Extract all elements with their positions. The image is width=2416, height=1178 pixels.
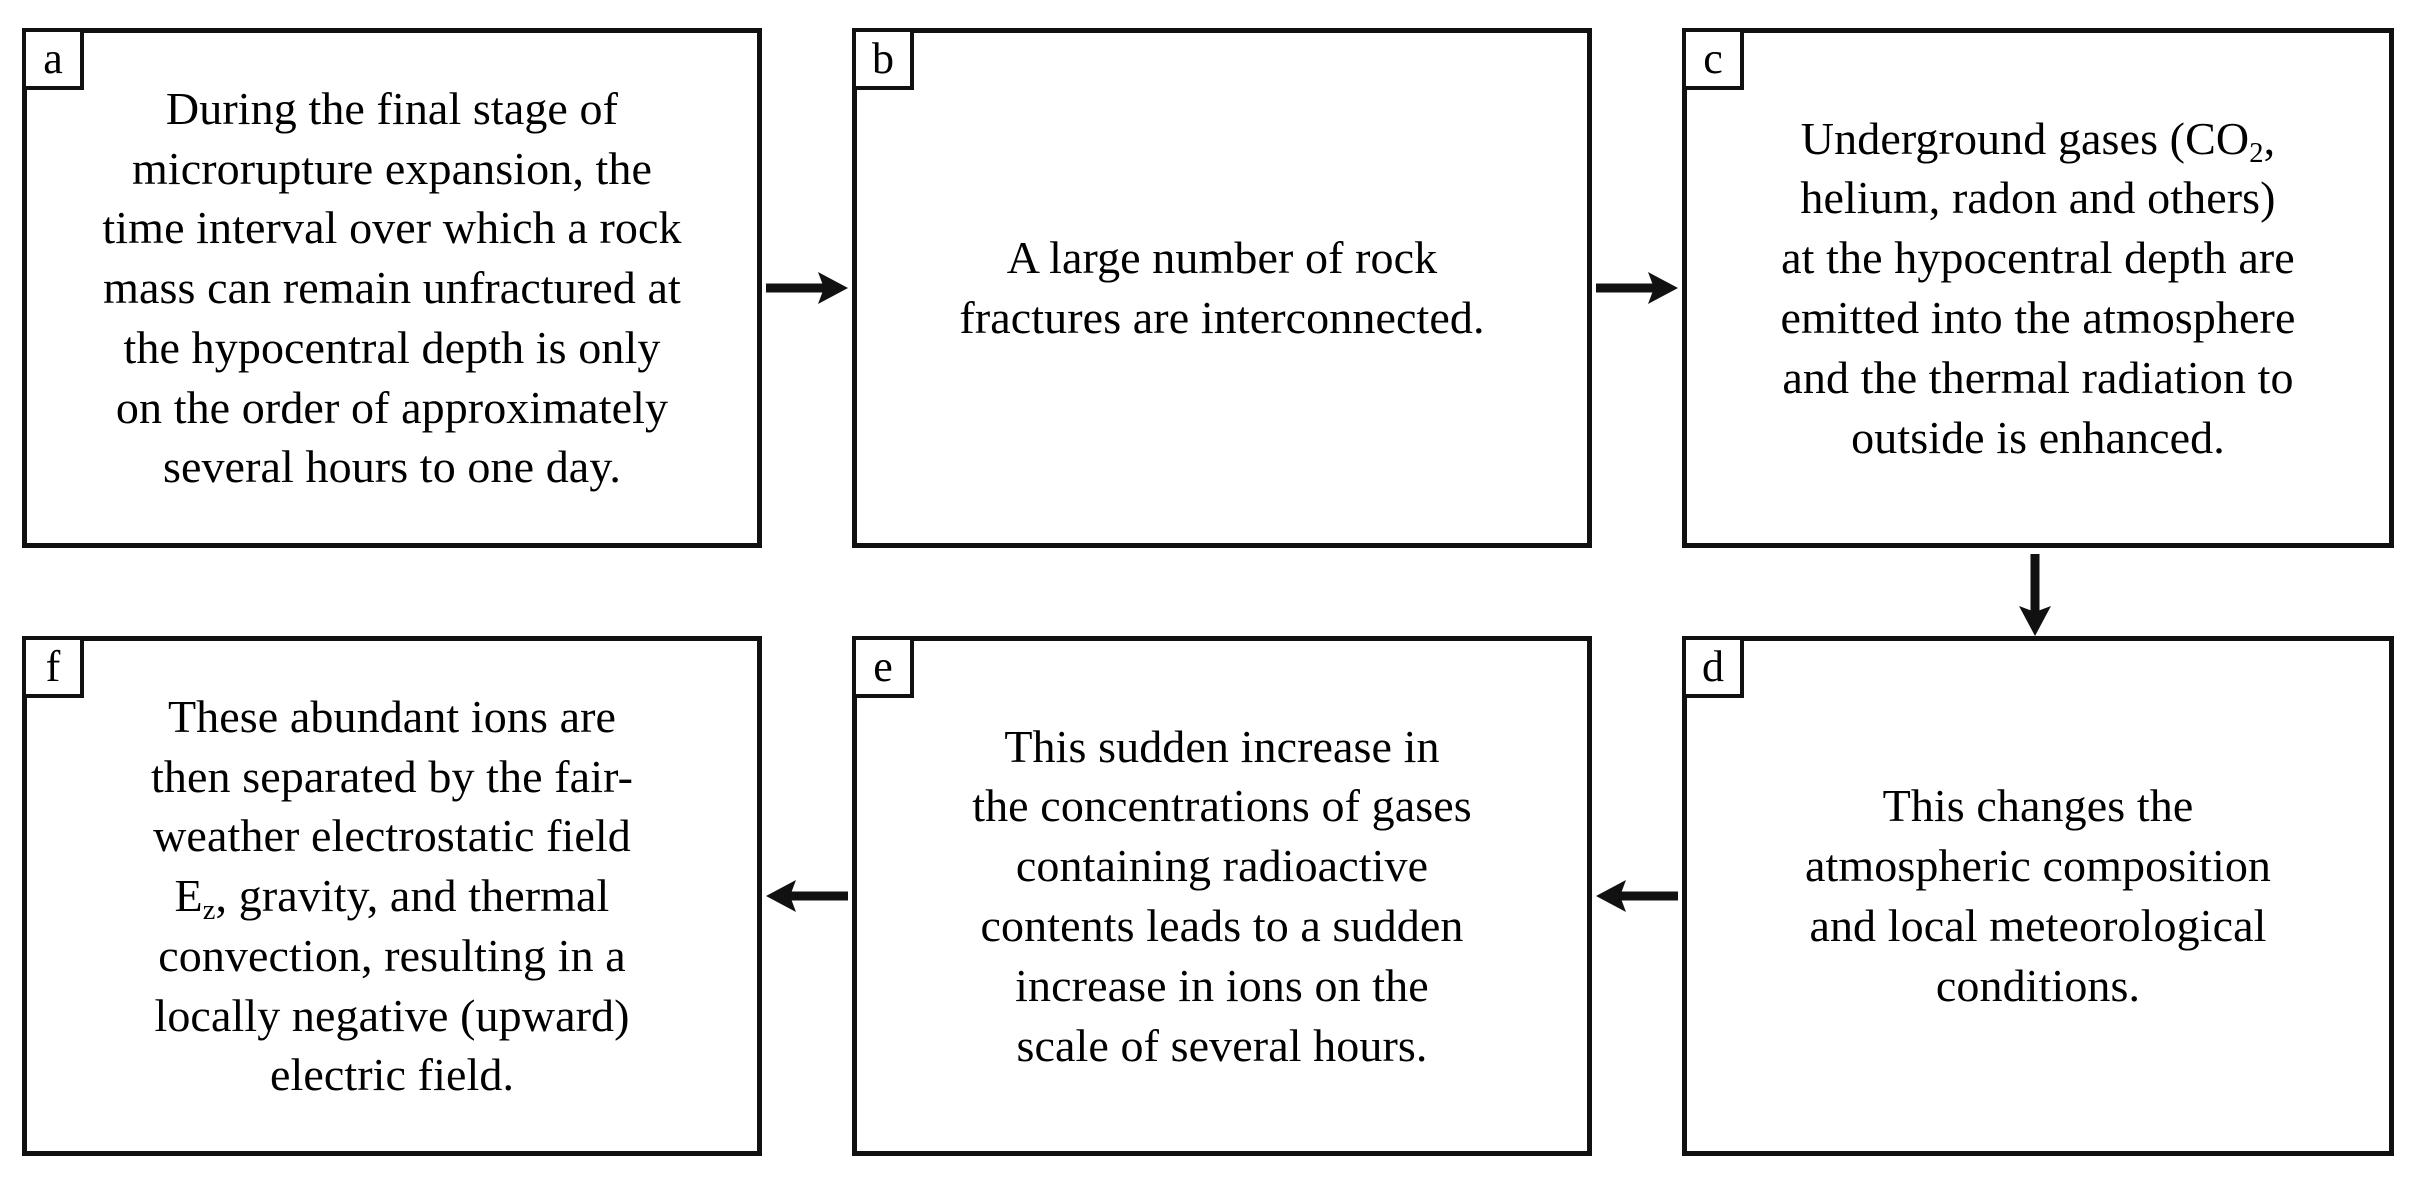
flow-box-e[interactable]: e This sudden increase in the concentrat… [852,636,1592,1156]
box-e-text: This sudden increase in the concentratio… [954,717,1490,1076]
box-a-line-4: the hypocentral depth is only [123,321,661,373]
box-c-line-2: helium, radon and others) [1800,172,2276,224]
box-a-line-5: on the order of approximately [115,381,669,433]
box-f-line-7: electric field. [269,1049,515,1101]
box-c-line-0: Underground gases (CO [1800,112,2250,164]
box-b-line-1: fractures are interconnected. [959,292,1485,343]
box-e-line-3: contents leads to a sudden [980,900,1464,951]
box-label-e: e [852,636,914,698]
box-d-line-0: This changes the [1882,780,2194,832]
flow-box-d[interactable]: d This changes the atmospheric compositi… [1682,636,2394,1156]
flow-box-b[interactable]: b A large number of rock fractures are i… [852,28,1592,548]
box-f-line-4: , gravity, and thermal [215,870,610,922]
flow-box-a[interactable]: a During the final stage of microrupture… [22,28,762,548]
box-label-b: b [852,28,914,90]
box-f-line-3: E [174,870,203,922]
box-f-line-0: These abundant ions are [167,690,617,742]
box-f-line-6: locally negative (upward) [154,989,630,1041]
box-c-line-6: outside is enhanced. [1851,411,2225,463]
box-c-line-1: , [2263,112,2276,164]
flow-box-c[interactable]: c Underground gases (CO2, helium, radon … [1682,28,2394,548]
box-f-line-1: then separated by the fair- [151,750,633,802]
box-label-d: d [1682,636,1744,698]
box-label-c: c [1682,28,1744,90]
box-label-a: a [22,28,84,90]
box-c-subscript: 2 [2249,137,2264,169]
arrow-d-to-e [1594,866,1680,926]
box-e-line-0: This sudden increase in [1004,720,1440,772]
box-a-line-3: mass can remain unfractured at [103,262,681,314]
arrow-b-to-c [1594,258,1680,318]
arrow-e-to-f [764,866,850,926]
box-f-text: These abundant ions are then separated b… [133,687,651,1106]
box-a-line-0: During the final stage of [165,82,619,134]
box-d-line-2: and local meteorological [1809,900,2267,951]
box-e-line-2: containing radioactive [1015,840,1429,892]
box-f-subscript: z [202,895,216,927]
box-label-f: f [22,636,84,698]
box-d-text: This changes the atmospheric composition… [1787,776,2289,1015]
box-f-line-2: weather electrostatic field [153,810,631,862]
box-f-line-5: convection, resulting in a [158,929,626,981]
box-e-line-5: scale of several hours. [1016,1019,1428,1071]
box-b-text: A large number of rock fractures are int… [941,228,1502,348]
box-e-line-1: the concentrations of gases [972,780,1472,832]
box-c-line-5: and the thermal radiation to [1782,351,2294,403]
arrow-a-to-b [764,258,850,318]
flow-box-f[interactable]: f These abundant ions are then separated… [22,636,762,1156]
box-c-line-3: at the hypocentral depth are [1781,232,2295,284]
box-a-line-1: microrupture expansion, the [131,142,653,194]
box-d-line-1: atmospheric composition [1804,840,2272,892]
box-a-text: During the final stage of microrupture e… [84,79,699,498]
arrow-c-to-d [2005,552,2065,638]
box-c-line-4: emitted into the atmosphere [1780,292,2296,343]
box-c-text: Underground gases (CO2, helium, radon an… [1763,109,2314,468]
box-b-line-0: A large number of rock [1006,232,1438,284]
box-a-line-6: several hours to one day. [162,441,622,493]
box-e-line-4: increase in ions on the [1015,959,1429,1011]
box-d-line-3: conditions. [1935,959,2141,1011]
box-a-line-2: time interval over which a rock [102,202,682,254]
